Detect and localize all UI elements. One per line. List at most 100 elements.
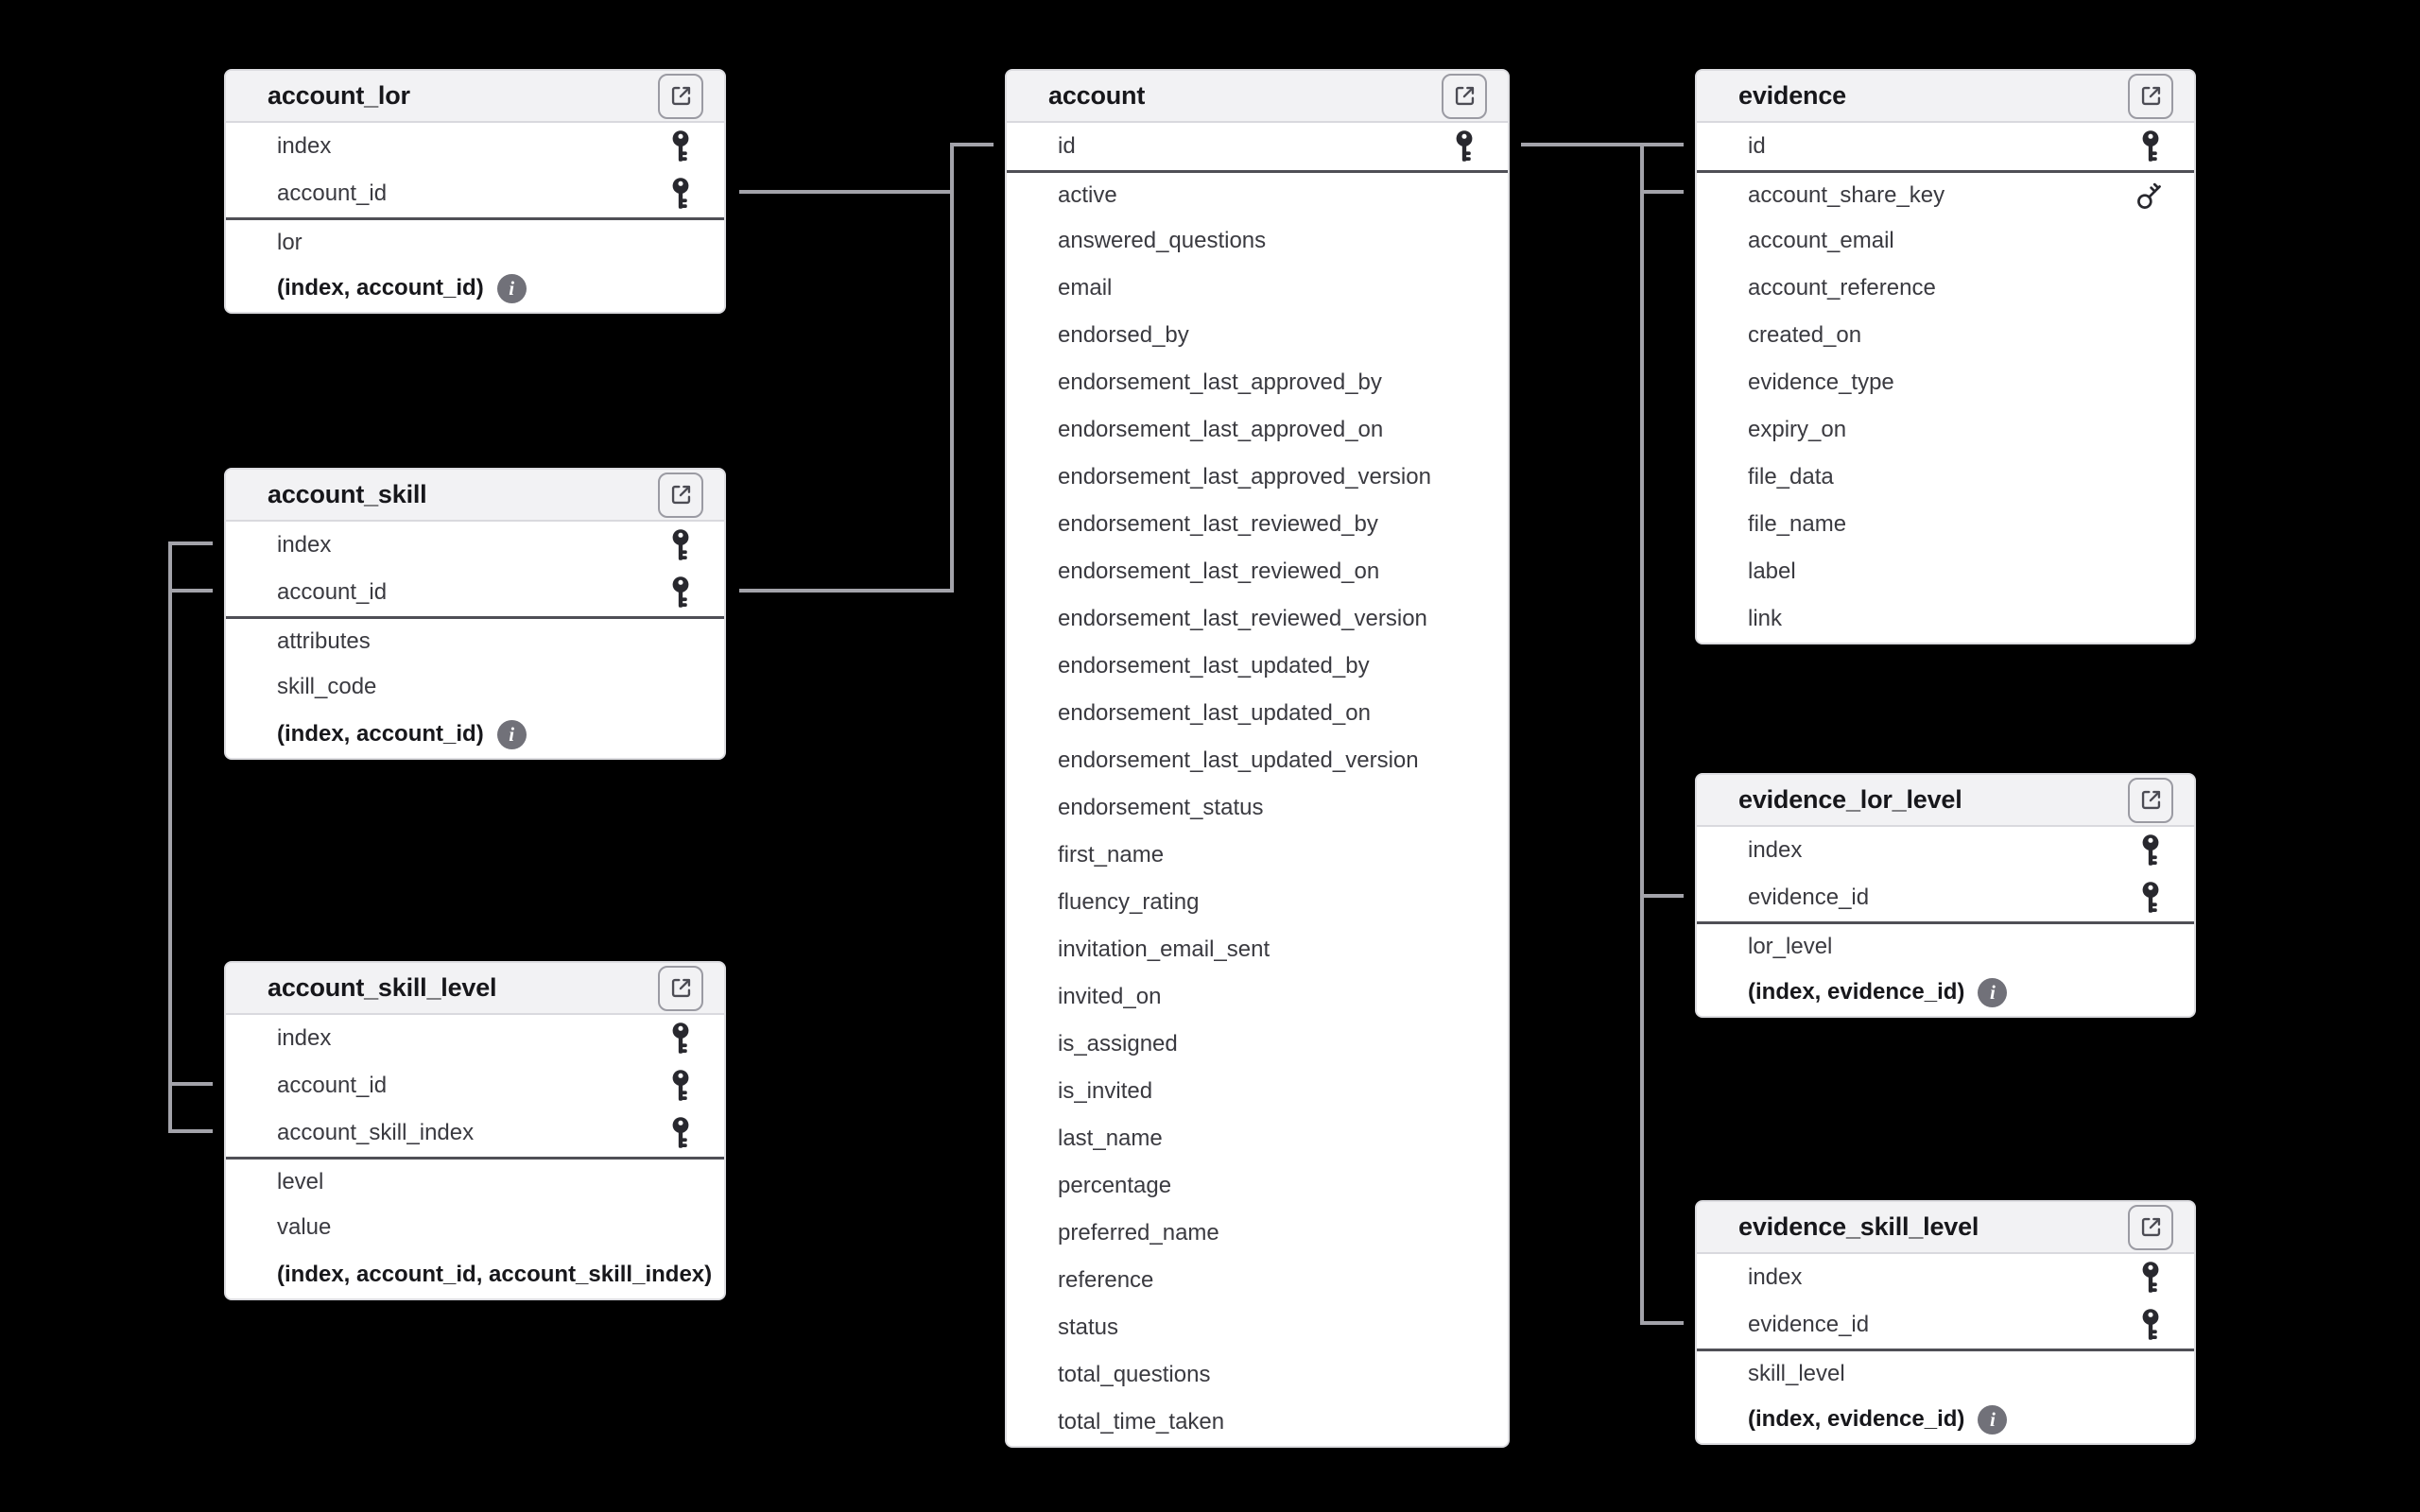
open-in-new-icon xyxy=(2141,86,2160,106)
field-row-indexevidence_id[interactable]: (index, evidence_id)i xyxy=(1697,969,2194,1016)
field-row-level[interactable]: level xyxy=(226,1157,724,1204)
field-row-active[interactable]: active xyxy=(1007,170,1508,217)
field-row-endorsement_last_reviewed_on[interactable]: endorsement_last_reviewed_on xyxy=(1007,548,1508,595)
field-row-link[interactable]: link xyxy=(1697,595,2194,643)
field-row-index[interactable]: index xyxy=(1697,827,2194,874)
field-row-preferred_name[interactable]: preferred_name xyxy=(1007,1210,1508,1257)
field-row-endorsement_last_updated_by[interactable]: endorsement_last_updated_by xyxy=(1007,643,1508,690)
field-row-lor_level[interactable]: lor_level xyxy=(1697,921,2194,969)
field-row-evidence_id[interactable]: evidence_id xyxy=(1697,1301,2194,1349)
field-row-index[interactable]: index xyxy=(226,1015,724,1062)
field-row-total_questions[interactable]: total_questions xyxy=(1007,1351,1508,1399)
field-row-account_id[interactable]: account_id xyxy=(226,569,724,616)
field-row-index[interactable]: index xyxy=(1697,1254,2194,1301)
field-row-answered_questions[interactable]: answered_questions xyxy=(1007,217,1508,265)
field-row-evidence_type[interactable]: evidence_type xyxy=(1697,359,2194,406)
field-name: (index, account_id, account_skill_index) xyxy=(277,1262,713,1287)
info-icon[interactable]: i xyxy=(1978,977,2008,1007)
table-title: account_skill xyxy=(268,480,427,508)
field-row-endorsement_last_reviewed_version[interactable]: endorsement_last_reviewed_version xyxy=(1007,595,1508,643)
field-row-endorsed_by[interactable]: endorsed_by xyxy=(1007,312,1508,359)
field-row-account_share_key[interactable]: account_share_key xyxy=(1697,170,2194,217)
field-row-last_name[interactable]: last_name xyxy=(1007,1115,1508,1162)
table-title: evidence xyxy=(1738,81,1846,110)
field-row-account_email[interactable]: account_email xyxy=(1697,217,2194,265)
open-table-button[interactable] xyxy=(658,73,703,119)
field-row-evidence_id[interactable]: evidence_id xyxy=(1697,874,2194,921)
field-name: endorsement_last_approved_by xyxy=(1058,369,1382,395)
primary-key-icon xyxy=(1447,129,1481,163)
open-in-new-icon xyxy=(2141,790,2160,810)
field-row-reference[interactable]: reference xyxy=(1007,1257,1508,1304)
field-row-skill_level[interactable]: skill_level xyxy=(1697,1349,2194,1396)
field-row-created_on[interactable]: created_on xyxy=(1697,312,2194,359)
info-icon[interactable]: i xyxy=(496,719,527,749)
open-in-new-icon xyxy=(1455,86,1474,106)
field-row-id[interactable]: id xyxy=(1007,123,1508,170)
field-row-endorsement_last_approved_by[interactable]: endorsement_last_approved_by xyxy=(1007,359,1508,406)
field-row-file_data[interactable]: file_data xyxy=(1697,454,2194,501)
field-row-endorsement_last_updated_on[interactable]: endorsement_last_updated_on xyxy=(1007,690,1508,737)
table-header: evidence_lor_level xyxy=(1697,775,2194,827)
field-row-index[interactable]: index xyxy=(226,123,724,170)
table-header: account_skill xyxy=(226,470,724,522)
field-row-value[interactable]: value xyxy=(226,1204,724,1251)
field-row-account_skill_index[interactable]: account_skill_index xyxy=(226,1109,724,1157)
info-icon[interactable]: i xyxy=(725,1261,726,1290)
open-table-button[interactable] xyxy=(658,472,703,518)
field-name: (index, evidence_id) xyxy=(1748,1406,1965,1432)
field-row-endorsement_last_approved_on[interactable]: endorsement_last_approved_on xyxy=(1007,406,1508,454)
field-name: index xyxy=(277,133,332,159)
open-table-button[interactable] xyxy=(2128,777,2173,823)
open-table-button[interactable] xyxy=(2128,1204,2173,1250)
field-row-id[interactable]: id xyxy=(1697,123,2194,170)
open-table-button[interactable] xyxy=(2128,73,2173,119)
field-row-email[interactable]: email xyxy=(1007,265,1508,312)
primary-key-icon xyxy=(2134,833,2168,868)
field-row-attributes[interactable]: attributes xyxy=(226,616,724,663)
field-row-is_assigned[interactable]: is_assigned xyxy=(1007,1021,1508,1068)
field-name: percentage xyxy=(1058,1173,1172,1198)
info-icon[interactable]: i xyxy=(1978,1404,2008,1435)
field-row-percentage[interactable]: percentage xyxy=(1007,1162,1508,1210)
connector-account-skill-to-account-skill-level xyxy=(168,541,213,1133)
field-name: is_invited xyxy=(1058,1078,1153,1104)
field-row-endorsement_last_approved_version[interactable]: endorsement_last_approved_version xyxy=(1007,454,1508,501)
field-name: label xyxy=(1748,558,1796,584)
field-row-skill_code[interactable]: skill_code xyxy=(226,663,724,711)
field-row-index[interactable]: index xyxy=(226,522,724,569)
field-name: invitation_email_sent xyxy=(1058,936,1270,962)
field-name: expiry_on xyxy=(1748,417,1847,442)
field-row-account_id[interactable]: account_id xyxy=(226,1062,724,1109)
field-row-account_id[interactable]: account_id xyxy=(226,170,724,217)
field-name: endorsement_status xyxy=(1058,795,1264,820)
field-name: skill_code xyxy=(277,674,377,699)
field-row-is_invited[interactable]: is_invited xyxy=(1007,1068,1508,1115)
field-row-expiry_on[interactable]: expiry_on xyxy=(1697,406,2194,454)
field-row-invited_on[interactable]: invited_on xyxy=(1007,973,1508,1021)
field-row-indexevidence_id[interactable]: (index, evidence_id) i xyxy=(1697,1396,2194,1443)
field-row-total_time_taken[interactable]: total_time_taken xyxy=(1007,1399,1508,1446)
field-row-endorsement_last_updated_version[interactable]: endorsement_last_updated_version xyxy=(1007,737,1508,784)
field-row-status[interactable]: status xyxy=(1007,1304,1508,1351)
open-table-button[interactable] xyxy=(1442,73,1487,119)
field-row-invitation_email_sent[interactable]: invitation_email_sent xyxy=(1007,926,1508,973)
field-name: account_id xyxy=(277,180,388,206)
field-name: index xyxy=(1748,1264,1803,1290)
field-name: lor xyxy=(277,229,302,255)
field-row-indexaccount_idaccount_skill_index[interactable]: (index, account_id, account_skill_index)… xyxy=(226,1251,724,1298)
field-row-first_name[interactable]: first_name xyxy=(1007,832,1508,879)
field-row-account_reference[interactable]: account_reference xyxy=(1697,265,2194,312)
field-row-lor[interactable]: lor xyxy=(226,217,724,265)
field-row-file_name[interactable]: file_name xyxy=(1697,501,2194,548)
field-row-label[interactable]: label xyxy=(1697,548,2194,595)
field-row-fluency_rating[interactable]: fluency_rating xyxy=(1007,879,1508,926)
field-row-indexaccount_id[interactable]: (index, account_id)i xyxy=(226,711,724,758)
field-row-endorsement_status[interactable]: endorsement_status xyxy=(1007,784,1508,832)
open-table-button[interactable] xyxy=(658,965,703,1011)
field-row-endorsement_last_reviewed_by[interactable]: endorsement_last_reviewed_by xyxy=(1007,501,1508,548)
field-name: endorsement_last_approved_on xyxy=(1058,417,1384,442)
field-row-indexaccount_id[interactable]: (index, account_id)i xyxy=(226,265,724,312)
info-icon[interactable]: i xyxy=(496,273,527,303)
